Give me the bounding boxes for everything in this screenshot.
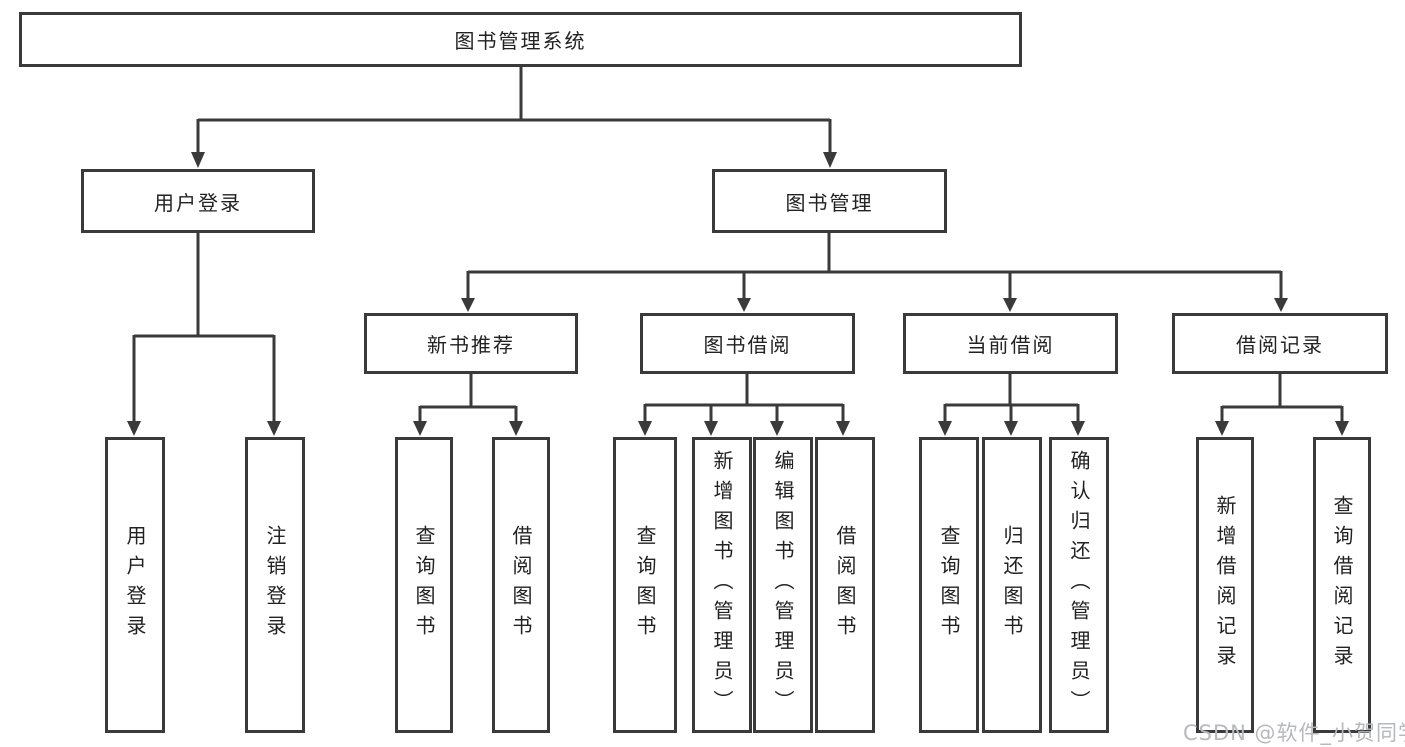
node-borrow-records: 借阅记录 [1172, 313, 1388, 374]
node-book-borrow: 图书借阅 [640, 313, 855, 374]
leaf-query-books-recommend: 查询图书 [395, 437, 453, 733]
csdn-watermark: CSDN @软件_小贺同学 [1183, 721, 1405, 745]
leaf-borrow-books: 借阅图书 [815, 437, 875, 733]
node-current-borrow: 当前借阅 [903, 313, 1118, 374]
leaf-return-book: 归还图书 [982, 437, 1042, 733]
node-library-management-system: 图书管理系统 [19, 12, 1022, 67]
leaf-add-book-admin: 新增图书（管理员） [692, 437, 752, 733]
leaf-confirm-return-admin: 确认归还（管理员） [1049, 437, 1109, 733]
leaf-user-login: 用户登录 [105, 437, 165, 733]
leaf-borrow-books-recommend: 借阅图书 [492, 437, 550, 733]
leaf-query-books-borrow: 查询图书 [613, 437, 677, 733]
node-user-login: 用户登录 [81, 169, 315, 233]
leaf-query-books-current: 查询图书 [919, 437, 979, 733]
node-new-book-recommend: 新书推荐 [364, 313, 578, 374]
leaf-add-borrow-record: 新增借阅记录 [1196, 437, 1254, 733]
leaf-edit-book-admin: 编辑图书（管理员） [753, 437, 813, 733]
leaf-query-borrow-record: 查询借阅记录 [1313, 437, 1371, 733]
leaf-logout-login: 注销登录 [245, 437, 305, 733]
node-book-management: 图书管理 [712, 169, 947, 233]
